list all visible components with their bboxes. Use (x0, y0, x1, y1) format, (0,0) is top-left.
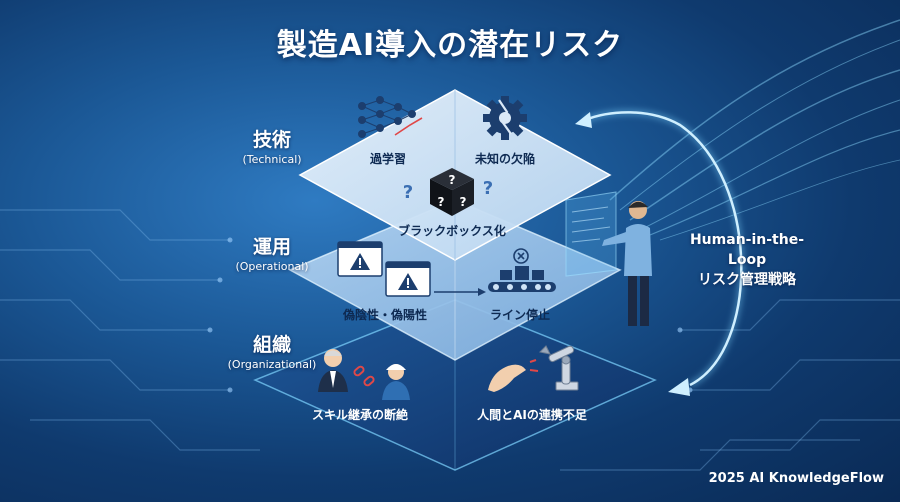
svg-text:?: ? (483, 178, 493, 199)
warning-window-icon (337, 241, 486, 297)
layer-label-technical: 技術 (Technical) (242, 129, 302, 166)
svg-text:?: ? (460, 195, 467, 209)
risk-unknown-defect: 未知の欠陥 (474, 152, 536, 166)
black-box-icon: ? ? ? (430, 168, 474, 216)
risk-overfitting: 過学習 (369, 152, 407, 166)
light-streaks (609, 19, 900, 241)
conveyor-icon (488, 248, 556, 292)
neural-network-icon (358, 96, 423, 138)
broken-link-icon (353, 365, 375, 387)
operator-figure (565, 191, 652, 326)
page-title: 製造AI導入の潜在リスク (276, 28, 624, 63)
svg-text:?: ? (449, 173, 456, 187)
hitl-strategy-label: Human-in-the-Loop リスク管理戦略 (689, 232, 805, 288)
layer-label-organizational: 組織 (Organizational) (227, 334, 317, 371)
robot-arm-icon (538, 345, 579, 391)
risk-black-box: ブラックボックス化 (398, 224, 506, 238)
circuit-traces (0, 209, 900, 471)
risk-line-stop: ライン停止 (489, 308, 551, 322)
svg-text:?: ? (438, 195, 445, 209)
brand-credit: 2025 AI KnowledgeFlow (708, 471, 884, 486)
risk-false-positive-negative: 偽陰性・偽陽性 (342, 308, 428, 322)
svg-text:?: ? (403, 182, 413, 203)
engineer-icon (318, 349, 410, 400)
risk-skill-gap: スキル継承の断絶 (311, 408, 409, 422)
layer-label-operational: 運用 (Operational) (235, 236, 309, 273)
hitl-cycle-arrow (575, 108, 745, 396)
human-hand-icon (488, 359, 539, 392)
broken-gear-icon (483, 96, 527, 140)
risk-human-ai-gap: 人間とAIの連携不足 (477, 408, 587, 422)
